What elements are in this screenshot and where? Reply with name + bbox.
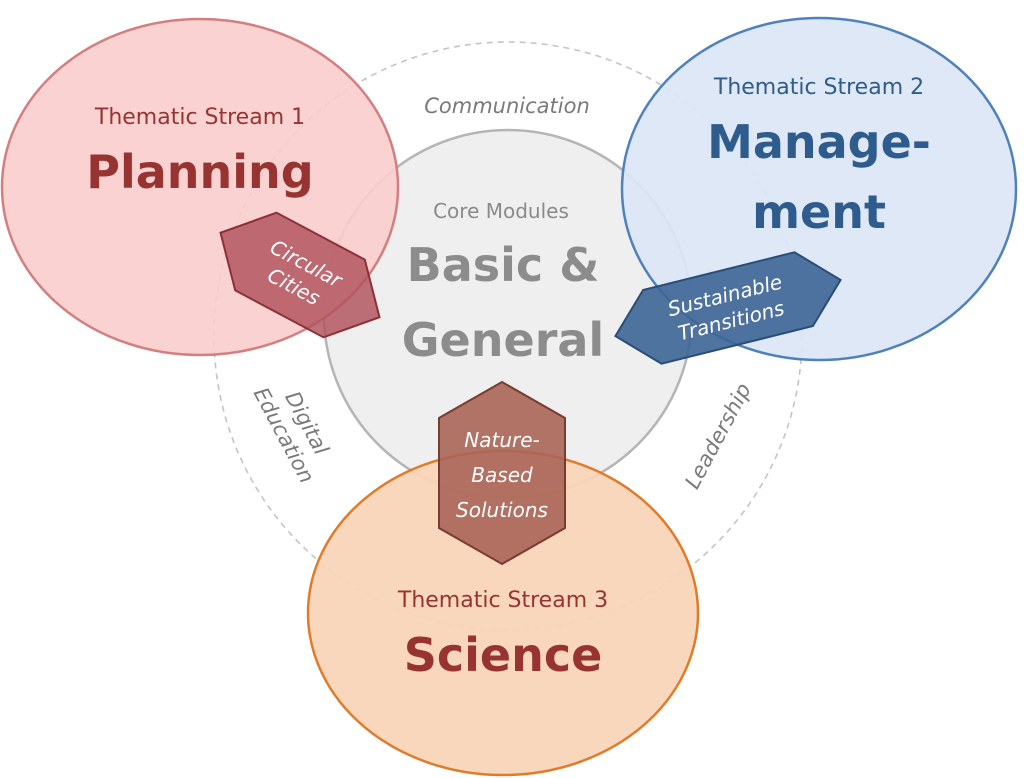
digital-education-label: Digital Education [249,383,334,487]
science-subtitle: Thematic Stream 3 [397,588,608,613]
leadership-label: Leadership [680,379,756,493]
nature-based-solutions-line3: Solutions [456,498,548,522]
circular-cities-connector: Circular Cities [219,211,381,339]
sustainable-transitions-hexagon [614,251,842,365]
circular-cities-hexagon [219,211,381,339]
management-title-line1: Manage- [707,115,931,169]
nature-based-solutions-connector: Nature- Based Solutions [438,380,566,566]
management-subtitle: Thematic Stream 2 [713,75,924,100]
nature-based-solutions-line1: Nature- [464,428,539,452]
leadership-label-group: Leadership [680,379,756,493]
planning-title: Planning [86,145,313,199]
communication-label: Communication [424,94,590,118]
planning-subtitle: Thematic Stream 1 [94,105,305,130]
nature-based-solutions-hexagon [438,380,566,566]
core-title-line2: General [402,313,604,367]
core-title-line1: Basic & [407,238,600,292]
science-title: Science [404,628,603,682]
nature-based-solutions-line2: Based [471,463,533,487]
core-subtitle: Core Modules [433,199,569,223]
sustainable-transitions-connector: Sustainable Transitions [614,251,842,365]
management-title-line2: ment [752,185,886,239]
